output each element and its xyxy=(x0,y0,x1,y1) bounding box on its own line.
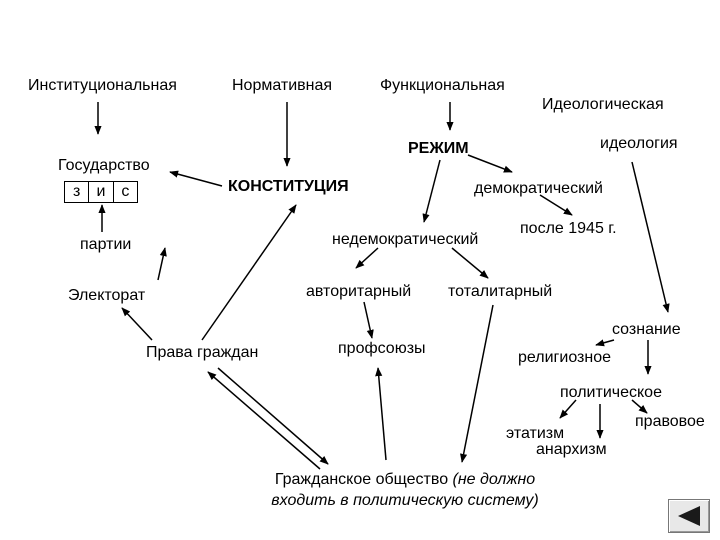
label-electorate: Электорат xyxy=(68,287,146,304)
arrow-political-to-etatism xyxy=(559,399,577,419)
arrow-ideology-to-consciousness xyxy=(631,161,670,313)
label-civil-society-block: Гражданское общество (не должно входить … xyxy=(270,469,540,511)
arrow-political-to-legal xyxy=(631,399,648,414)
label-institutional: Институциональная xyxy=(28,77,177,94)
label-ideology: идеология xyxy=(600,135,678,152)
arrow-nondemocratic-to-authoritarian xyxy=(355,247,379,269)
arrow-constitution-to-state xyxy=(169,170,223,187)
arrow-rights-to-constitution xyxy=(201,204,297,341)
label-after-1945: после 1945 г. xyxy=(520,220,617,237)
label-parties: партии xyxy=(80,236,132,253)
zic-z: з xyxy=(65,182,90,202)
label-ideological: Идеологическая xyxy=(542,96,664,113)
arrow-rights-to-civil-a xyxy=(217,367,329,465)
back-nav-button[interactable] xyxy=(668,499,710,533)
triangle-left-icon xyxy=(678,506,700,526)
label-state: Государство xyxy=(58,157,150,174)
label-nondemocratic: недемократический xyxy=(332,231,479,248)
label-normative: Нормативная xyxy=(232,77,333,94)
label-trade-unions: профсоюзы xyxy=(338,340,426,357)
label-civil-society: Гражданское общество xyxy=(274,471,449,488)
label-civil-society-note: (не должно входить в политическую систем… xyxy=(271,471,539,509)
label-religious: религиозное xyxy=(518,349,611,366)
arrow-totalitarian-to-civil xyxy=(460,304,494,463)
label-functional: Функциональная xyxy=(380,77,505,94)
label-etatism: этатизм xyxy=(506,425,565,442)
arrow-civil-to-unions xyxy=(375,367,387,461)
zic-s: с xyxy=(121,183,130,200)
arrow-civil-to-rights-b xyxy=(207,371,321,470)
arrow-consciousness-to-religious xyxy=(595,339,615,347)
label-citizen-rights: Права граждан xyxy=(146,344,259,361)
zic-box: з и с xyxy=(64,181,138,203)
arrow-nondemocratic-to-totalitarian xyxy=(451,247,489,279)
arrow-rights-to-electorate xyxy=(121,307,153,341)
label-democratic: демократический xyxy=(474,180,603,197)
arrow-electorate-to-parties xyxy=(157,247,167,281)
arrow-authoritarian-to-unions xyxy=(363,301,374,339)
label-anarchism: анархизм xyxy=(536,441,607,458)
label-regime: РЕЖИМ xyxy=(408,140,469,157)
label-authoritarian: авторитарный xyxy=(306,283,412,300)
arrow-regime-to-democratic xyxy=(467,154,513,173)
label-totalitarian: тоталитарный xyxy=(448,283,553,300)
zic-i: и xyxy=(89,182,114,202)
label-constitution: КОНСТИТУЦИЯ xyxy=(228,178,349,195)
label-political: политическое xyxy=(560,384,662,401)
arrow-regime-to-nondemocratic xyxy=(422,159,441,223)
label-consciousness: сознание xyxy=(612,321,681,338)
label-legal: правовое xyxy=(635,413,705,430)
arrow-democratic-to-after1945 xyxy=(539,194,573,216)
